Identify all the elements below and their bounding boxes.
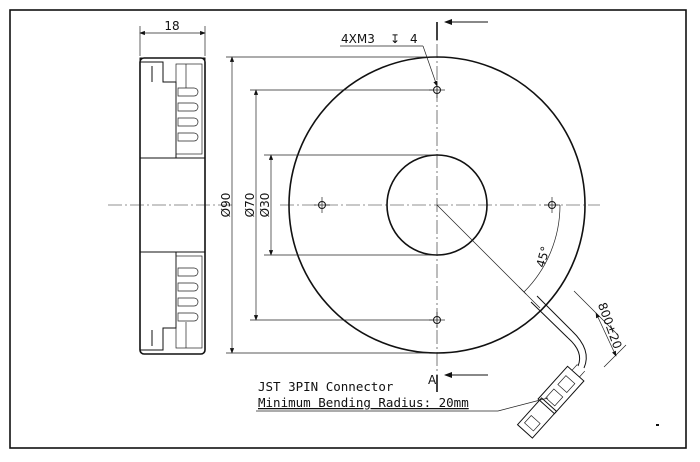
outer-diameter-label: Ø90	[219, 193, 233, 218]
depth-value: 4	[410, 32, 418, 46]
section-marker-label: A	[428, 373, 437, 387]
mid-diameter-label: Ø70	[243, 193, 257, 218]
width-dimension-label: 18	[164, 19, 179, 33]
cable	[516, 295, 587, 439]
drawing-frame	[9, 9, 687, 449]
connector-note: JST 3PIN Connector	[258, 379, 394, 394]
inner-diameter-label: Ø30	[258, 193, 272, 218]
holes-callout: 4XM3	[341, 32, 375, 46]
side-section-view	[108, 26, 232, 355]
bending-radius-note: Minimum Bending Radius: 20mm	[258, 395, 469, 410]
cable-length-label: 800±20	[595, 301, 625, 351]
angle-label: 45°	[533, 245, 552, 269]
small-mark	[656, 424, 659, 426]
depth-symbol: ↧	[390, 32, 400, 46]
front-view	[226, 19, 627, 439]
